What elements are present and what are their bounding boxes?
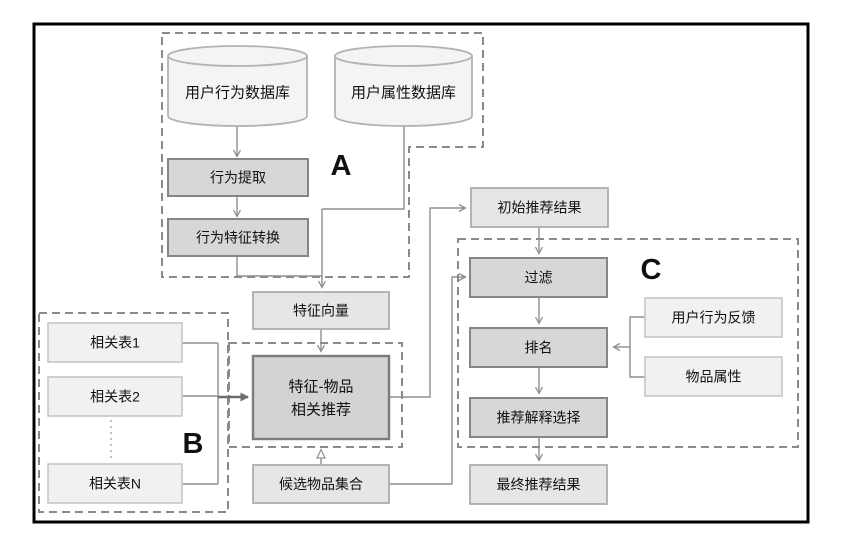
feature-item-rec-outline [228,342,403,448]
feature-item-rec-label-line2: 相关推荐 [291,401,351,418]
item-attributes-box [644,356,783,397]
candidate-item-set-box [252,464,390,504]
arrow-candidates-to-filter [389,272,467,485]
feature-vector-label: 特征向量 [293,302,349,318]
user-attribute-db-top [334,45,473,67]
feature-vector-box [252,291,390,330]
user-attribute-db-label: 用户属性数据库 [351,84,456,101]
behavior-feature-conversion-label: 行为特征转换 [196,229,280,245]
ranking-box [469,327,608,368]
rec-explanation-selection-box [469,397,608,438]
feature-item-rec-box [251,354,391,441]
user-behavior-feedback-box [644,297,783,338]
related-table-1-box [47,322,183,363]
initial-rec-result-label: 初始推荐结果 [498,199,582,215]
related-table-n-label: 相关表N [89,475,141,491]
filter-label: 过滤 [525,269,553,285]
related-table-n-box [47,463,183,504]
wire-feedback-attr-bracket [629,316,645,378]
user-behavior-db-top [167,45,308,67]
candidate-item-set-label: 候选物品集合 [279,476,363,492]
module-c-outline [457,238,799,448]
module-a-label: A [331,150,352,182]
behavior-extraction-label: 行为提取 [210,169,266,185]
module-b-label: B [183,428,204,460]
user-behavior-feedback-label: 用户行为反馈 [672,309,756,325]
user-behavior-db-body [167,56,308,127]
wire-attributedb-to-featurevector [322,126,405,210]
final-rec-result-box [469,464,608,505]
ranking-label: 排名 [525,339,553,355]
wire-conversion-to-featurevector [236,256,322,277]
final-rec-result-label: 最终推荐结果 [497,476,581,492]
user-attribute-db-body [334,56,473,127]
user-behavior-db-cylinder: 用户行为数据库 [167,45,308,127]
item-attributes-label: 物品属性 [686,368,742,384]
initial-rec-result-box [470,187,609,228]
related-table-1-label: 相关表1 [90,334,140,350]
feature-item-rec-label-line1: 特征-物品 [289,378,354,395]
behavior-feature-conversion-box [167,218,309,257]
rec-explanation-selection-label: 推荐解释选择 [497,409,581,425]
module-c-label: C [641,254,662,286]
user-behavior-db-label: 用户行为数据库 [185,84,290,101]
diagram-frame [32,22,810,524]
related-table-2-box [47,376,183,417]
user-attribute-db-cylinder: 用户属性数据库 [334,45,473,127]
behavior-extraction-box [167,158,309,197]
arrow-featureitem-to-initialresult [389,203,467,398]
filter-box [469,257,608,298]
related-table-2-label: 相关表2 [90,388,140,404]
module-a-outline [161,32,484,278]
